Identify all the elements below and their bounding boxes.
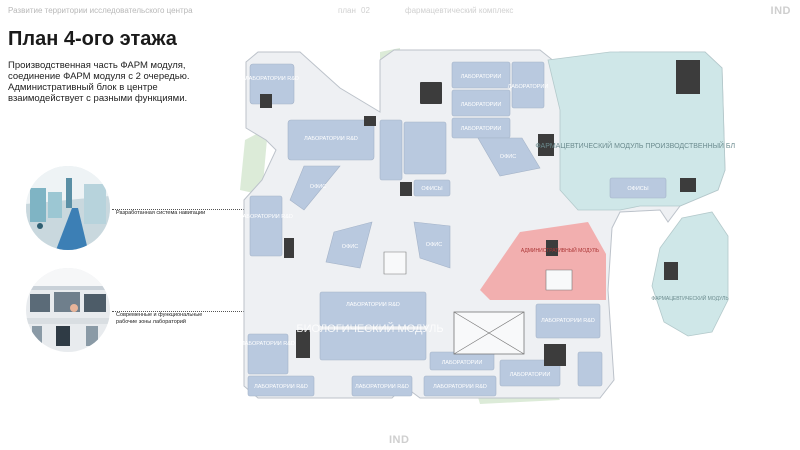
core-9: [680, 178, 696, 192]
label-bio-module: БИОЛОГИЧЕСКИЙ МОДУЛЬ: [296, 322, 443, 335]
label-lab-left-bottom: ЛАБОРАТОРИИ R&D: [254, 384, 308, 390]
core-1: [420, 82, 442, 104]
label-pharma-module: ФАРМАЦЕВТИЧЕСКИЙ МОДУЛЬ ПРОИЗВОДСТВЕННЫЙ…: [535, 141, 735, 150]
lab-center: [319, 291, 427, 327]
callout-leader-labs: [112, 311, 294, 312]
label-lab-topleft: ЛАБОРАТОРИИ R&D: [245, 76, 299, 82]
label-lab-center-top1: ЛАБОРАТОРИИ: [461, 74, 502, 80]
lab-narrow: [379, 119, 403, 181]
core-8: [676, 60, 700, 94]
label-lab-bottom-right: ЛАБОРАТОРИИ: [510, 372, 551, 378]
offices-right: [609, 177, 667, 199]
brand-logo: IND: [770, 5, 791, 17]
label-offices-center: ОФИСЫ: [421, 186, 442, 192]
label-lab-center: ЛАБОРАТОРИИ R&D: [346, 302, 400, 308]
label-lab-right-top: ЛАБОРАТОРИИ: [508, 84, 549, 90]
lab-left-mid: [287, 119, 375, 161]
label-lab-bottom-center: ЛАБОРАТОРИИ R&D: [433, 384, 487, 390]
lab-right-mid: [535, 303, 601, 339]
core-3: [364, 116, 376, 126]
office-diag2: [325, 221, 373, 269]
lab-left-low: [249, 195, 283, 257]
core-7: [544, 344, 566, 366]
lab-left-small: [247, 333, 289, 375]
label-office-diag1: ОФИС: [310, 184, 326, 190]
lab-workspace-photo: [26, 268, 110, 352]
callout-navigation: Разработанная система навигации: [116, 210, 206, 216]
core-4: [284, 238, 294, 258]
greenery-left: [240, 128, 268, 195]
label-office-diag2: ОФИС: [342, 244, 358, 250]
label-offices-right: ОФИСЫ: [627, 186, 648, 192]
label-lab-right-mid: ЛАБОРАТОРИИ R&D: [541, 318, 595, 324]
lab-left-bottom: [247, 375, 315, 397]
lab-bottom-left2: [351, 375, 413, 397]
lab-bottom-right2: [577, 351, 603, 387]
navigation-photo: [26, 166, 110, 250]
label-lab-center-top3: ЛАБОРАТОРИИ: [461, 126, 502, 132]
lab-right-top: [511, 61, 545, 109]
lab-center-low: [319, 329, 427, 361]
admin-void: [545, 269, 573, 291]
lab-bottom-center: [423, 375, 497, 397]
label-lab-left-mid: ЛАБОРАТОРИИ R&D: [304, 136, 358, 142]
core-12: [400, 182, 412, 196]
nav-item-section[interactable]: фармацевтический комплекс: [405, 6, 514, 15]
office-diag4: [477, 137, 541, 177]
label-lab-left-low: ЛАБОРАТОРИИ R&D: [239, 214, 293, 220]
pharma-annex: [651, 211, 729, 337]
label-lab-left-small: ЛАБОРАТОРИИ R&D: [241, 341, 295, 347]
label-office-diag3: ОФИС: [426, 242, 442, 248]
lab-center-top2: [451, 89, 511, 117]
lab-small-center: [403, 121, 447, 175]
nav-item-number[interactable]: 02: [361, 6, 370, 15]
office-diag3: [413, 221, 451, 269]
lab-center-top1: [451, 61, 511, 89]
footer-logo: IND: [389, 434, 410, 446]
label-lab-bottom-left2: ЛАБОРАТОРИИ R&D: [355, 384, 409, 390]
callout-labs: Современные и функциональные рабочие зон…: [116, 312, 203, 325]
top-bar: Развитие территории исследовательского ц…: [0, 0, 800, 22]
page-title: План 4-ого этажа: [8, 28, 177, 50]
callout-leader-navigation: [112, 209, 300, 210]
label-lab-bottom-mid: ЛАБОРАТОРИИ: [442, 360, 483, 366]
project-title: Развитие территории исследовательского ц…: [8, 6, 193, 15]
page-description: Производственная часть ФАРМ модуля, соед…: [8, 60, 190, 104]
core-2: [260, 94, 272, 108]
offices-center: [413, 179, 451, 197]
core-5: [296, 330, 310, 358]
label-pharma-annex: ФАРМАЦЕВТИЧЕСКИЙ МОДУЛЬ: [651, 294, 729, 302]
lab-bottom-right: [499, 359, 561, 387]
core-11: [538, 134, 554, 156]
label-office-diag4: ОФИС: [500, 154, 516, 160]
label-lab-center-top2: ЛАБОРАТОРИИ: [461, 102, 502, 108]
office-diag1: [289, 165, 341, 211]
stair-void: [383, 251, 407, 275]
admin-module: [480, 222, 606, 300]
core-10: [664, 262, 678, 280]
label-admin-module: АДМИНИСТРАТИВНЫЙ МОДУЛЬ: [521, 246, 600, 254]
core-6: [546, 240, 558, 256]
nav-item-plan[interactable]: план: [338, 6, 356, 15]
floor-plan: ЛАБОРАТОРИИ R&D ЛАБОРАТОРИИ R&D ЛАБОРАТО…: [239, 48, 735, 404]
